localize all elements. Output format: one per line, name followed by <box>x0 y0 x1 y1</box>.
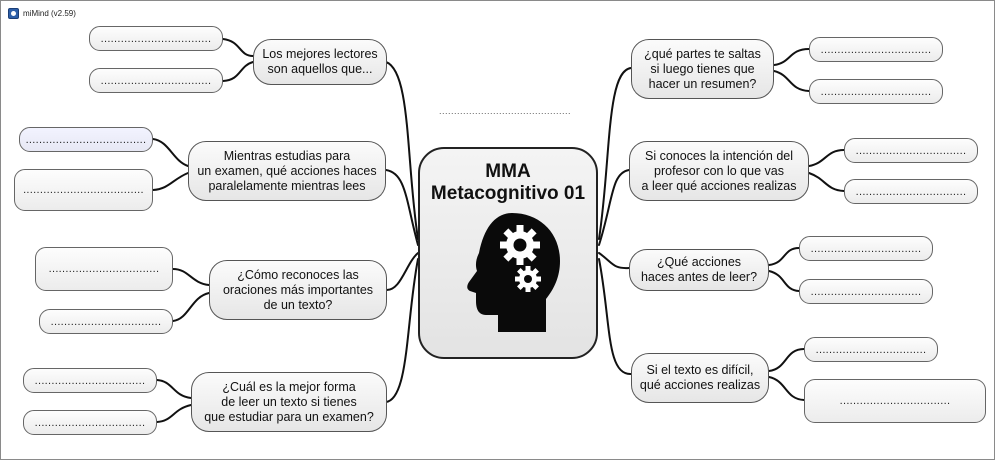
link-branch-6-leaf-2 <box>808 172 845 192</box>
link-branch-7-leaf-1 <box>768 247 800 266</box>
link-branch-2-leaf-1 <box>152 138 189 167</box>
branch-node-4[interactable]: ¿Cuál es la mejor forma de leer un texto… <box>191 372 387 432</box>
link-center-branch-1 <box>385 61 419 240</box>
link-branch-5-leaf-1 <box>773 48 810 66</box>
app-title-bar: miMind (v2.59) <box>8 6 76 20</box>
leaf-node-2-2[interactable]: .................................... <box>14 169 153 211</box>
link-center-branch-2 <box>385 169 419 246</box>
leaf-node-4-2[interactable]: ................................. <box>23 410 157 435</box>
link-branch-1-leaf-2 <box>222 61 254 82</box>
head-gears-icon <box>467 213 560 332</box>
link-center-branch-4 <box>385 258 419 403</box>
leaf-node-8-1[interactable]: ................................. <box>804 337 938 362</box>
link-center-branch-8 <box>598 258 632 376</box>
branch-node-2[interactable]: Mientras estudias para un examen, qué ac… <box>188 141 386 201</box>
link-branch-2-leaf-2 <box>152 172 189 191</box>
link-branch-1-leaf-1 <box>222 38 254 57</box>
leaf-node-6-2[interactable]: ................................. <box>844 179 978 204</box>
branch-node-7[interactable]: ¿Qué acciones haces antes de leer? <box>629 249 769 291</box>
branch-node-5[interactable]: ¿qué partes te saltas si luego tienes qu… <box>631 39 774 99</box>
branch-node-1[interactable]: Los mejores lectores son aquellos que... <box>253 39 387 85</box>
leaf-node-8-2[interactable]: ................................. <box>804 379 986 423</box>
large-gear-icon <box>500 225 540 265</box>
central-topic[interactable]: MMA Metacognitivo 01 <box>418 147 598 359</box>
link-center-branch-5 <box>598 67 632 240</box>
link-branch-4-leaf-1 <box>156 379 192 399</box>
leaf-node-3-1[interactable]: ................................. <box>35 247 173 291</box>
center-note-placeholder[interactable]: ........................................… <box>426 106 584 116</box>
leaf-node-5-2[interactable]: ................................. <box>809 79 943 104</box>
link-branch-4-leaf-2 <box>156 404 192 423</box>
link-branch-8-leaf-1 <box>768 348 805 372</box>
small-gear-icon <box>515 266 541 292</box>
central-topic-title: MMA Metacognitivo 01 <box>430 161 586 204</box>
leaf-node-7-2[interactable]: ................................. <box>799 279 933 304</box>
app-title: miMind (v2.59) <box>23 8 76 18</box>
link-branch-3-leaf-1 <box>172 268 210 286</box>
link-branch-7-leaf-2 <box>768 270 800 292</box>
leaf-node-5-1[interactable]: ................................. <box>809 37 943 62</box>
leaf-node-3-2[interactable]: ................................. <box>39 309 173 334</box>
link-branch-6-leaf-1 <box>808 149 845 167</box>
branch-node-3[interactable]: ¿Cómo reconoces las oraciones más import… <box>209 260 387 320</box>
leaf-node-1-2[interactable]: ................................. <box>89 68 223 93</box>
link-lines-left <box>152 38 419 423</box>
link-lines-right <box>598 48 845 401</box>
leaf-node-4-1[interactable]: ................................. <box>23 368 157 393</box>
branch-node-6[interactable]: Si conoces la intención del profesor con… <box>629 141 809 201</box>
leaf-node-2-1[interactable]: .................................... <box>19 127 153 152</box>
link-branch-3-leaf-2 <box>172 292 210 322</box>
leaf-node-7-1[interactable]: ................................. <box>799 236 933 261</box>
leaf-node-6-1[interactable]: ................................. <box>844 138 978 163</box>
link-center-branch-7 <box>598 252 630 270</box>
link-branch-5-leaf-2 <box>773 70 810 92</box>
app-logo-icon <box>8 7 19 19</box>
leaf-node-1-1[interactable]: ................................. <box>89 26 223 51</box>
link-center-branch-6 <box>598 169 630 246</box>
link-branch-8-leaf-2 <box>768 376 805 401</box>
branch-node-8[interactable]: Si el texto es difícil, qué acciones rea… <box>631 353 769 403</box>
link-center-branch-3 <box>385 252 419 292</box>
